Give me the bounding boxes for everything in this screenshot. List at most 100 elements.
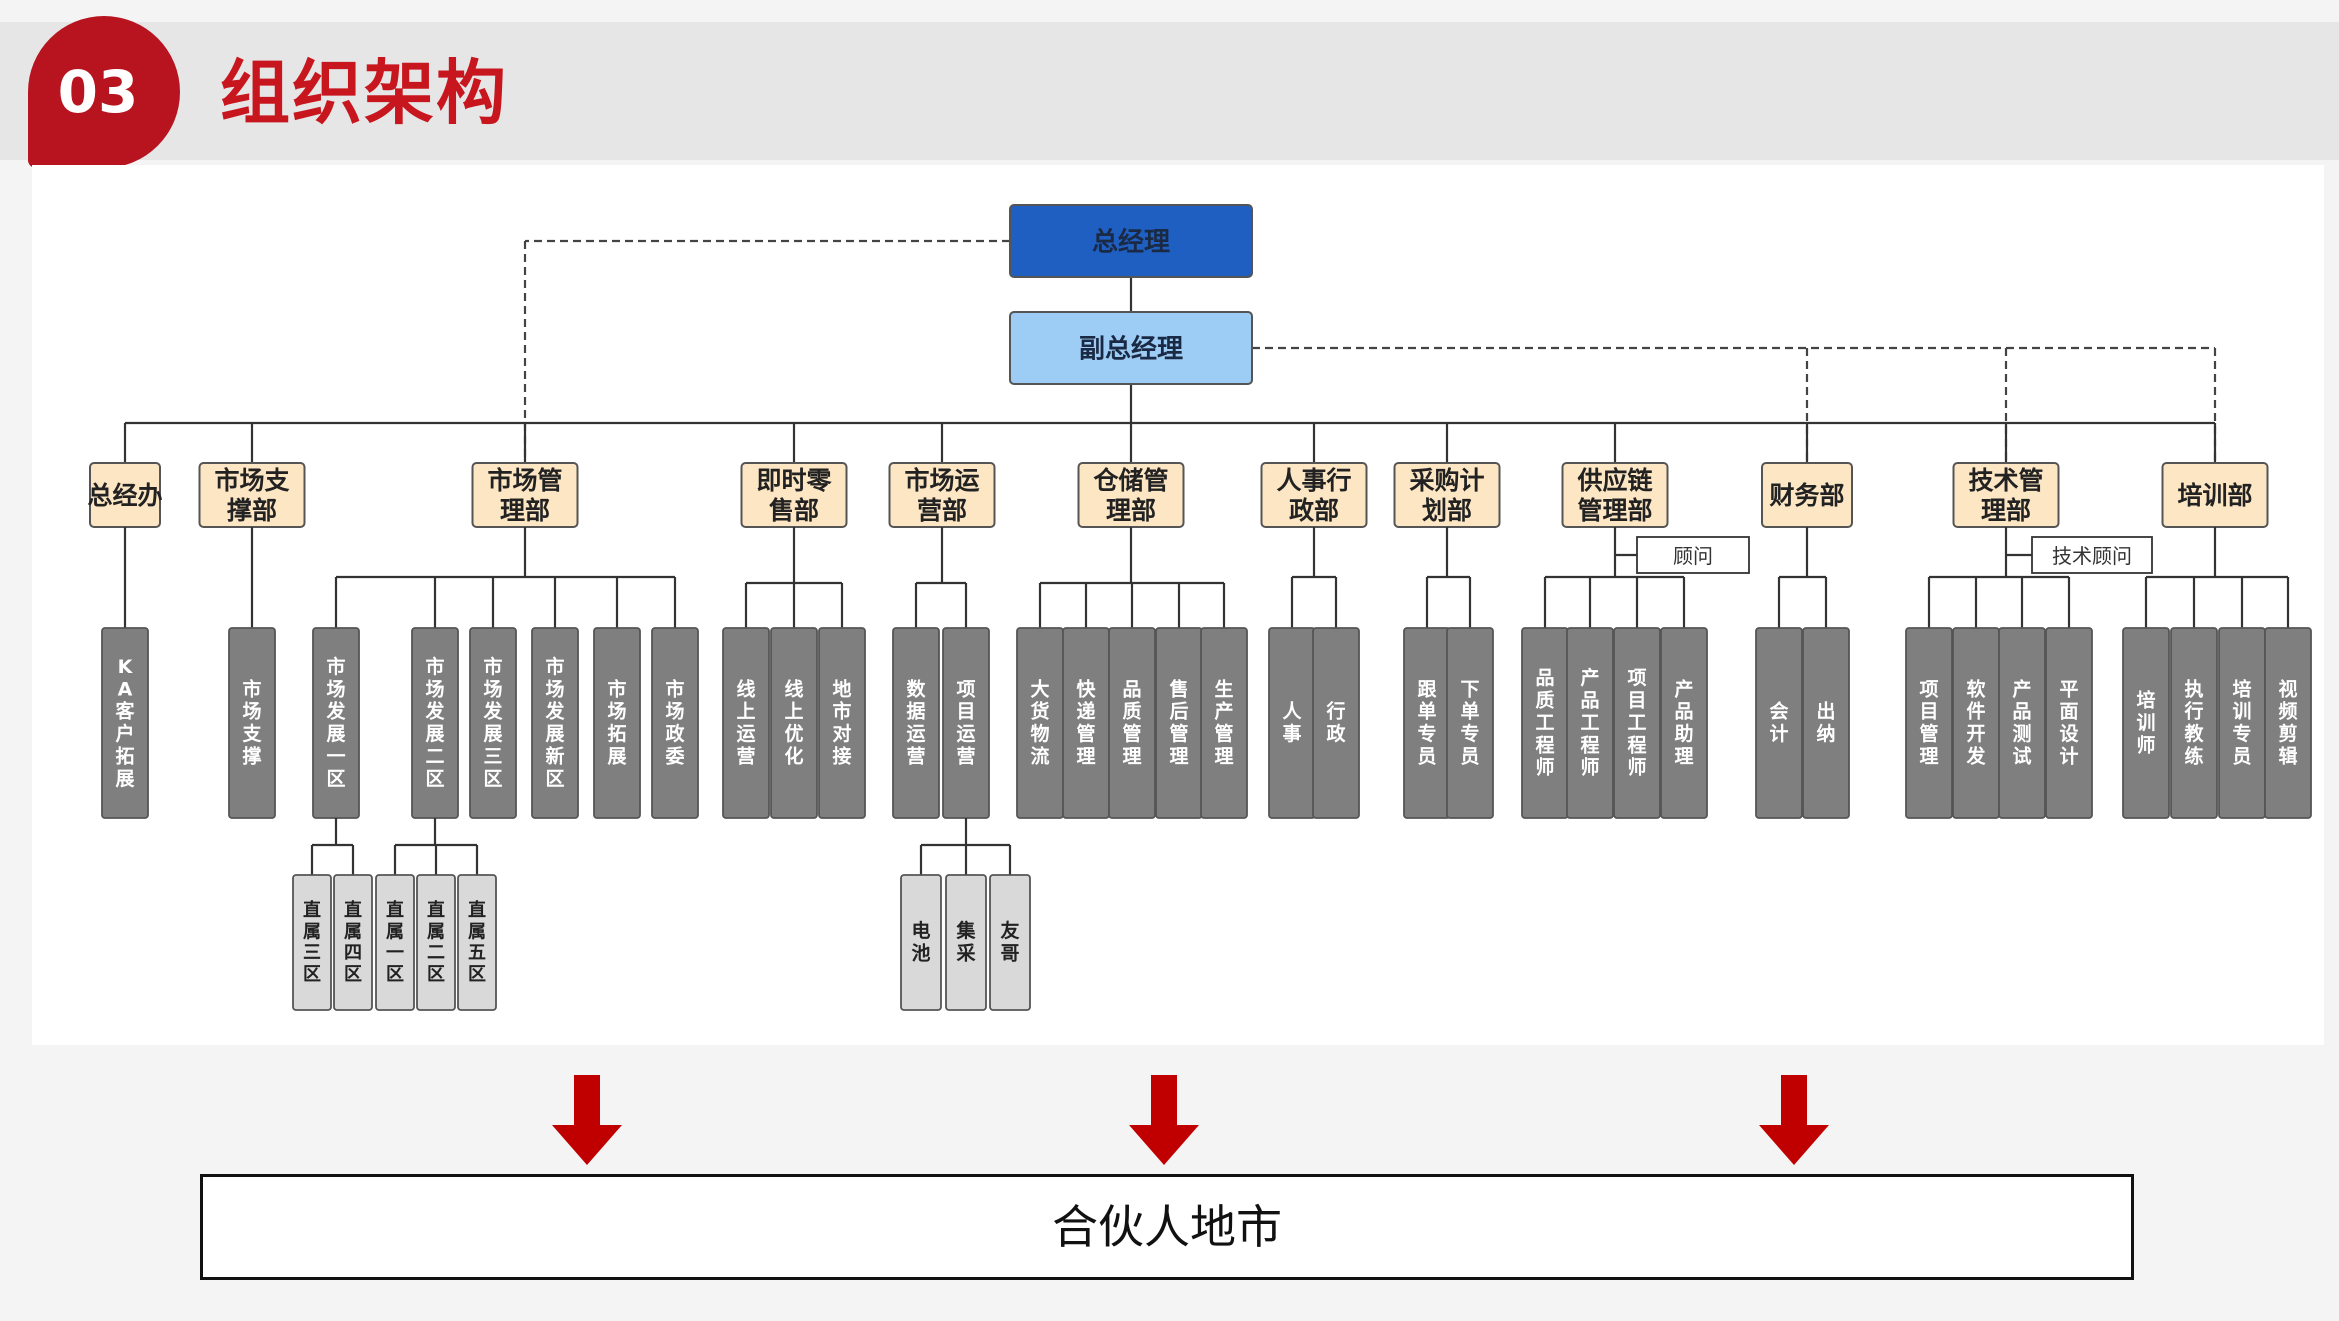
department-12-sub-4-label: 视频剪辑 xyxy=(2278,677,2297,767)
region-5 xyxy=(457,874,497,1011)
region-4 xyxy=(416,874,456,1011)
department-9-label: 供应链管理部 xyxy=(1576,466,1652,525)
supply-chain-advisor-box xyxy=(1636,536,1750,574)
department-12-label: 培训部 xyxy=(2177,481,2252,510)
department-9-sub-4 xyxy=(1660,627,1708,819)
region-3-label: 直属一区 xyxy=(386,899,404,985)
department-12-sub-2 xyxy=(2170,627,2218,819)
department-12-sub-1-label: 培训师 xyxy=(2136,688,2155,756)
ops-sub-3-label: 友哥 xyxy=(1000,919,1019,964)
tech-advisor-box xyxy=(2031,536,2153,574)
department-3-sub-6-label: 市场政委 xyxy=(664,677,685,767)
region-5-label: 直属五区 xyxy=(468,899,486,985)
ops-sub-1-label: 电池 xyxy=(911,919,930,964)
department-3-sub-1-label: 市场发展一区 xyxy=(325,655,346,790)
department-10-sub-2 xyxy=(1802,627,1850,819)
department-3-sub-5-label: 市场拓展 xyxy=(607,677,626,767)
department-9-sub-2 xyxy=(1566,627,1614,819)
deputy-general-manager-label: 副总经理 xyxy=(1079,333,1183,364)
section-number: 03 xyxy=(57,58,139,126)
department-3-sub-4 xyxy=(531,627,579,819)
department-11-sub-3 xyxy=(1998,627,2046,819)
department-8-sub-2-label: 下单专员 xyxy=(1460,678,1479,767)
supply-chain-advisor-label: 顾问 xyxy=(1673,544,1713,568)
department-6-label: 仓储管理部 xyxy=(1092,466,1168,525)
down-arrow-icon xyxy=(1759,1075,1829,1165)
department-4-sub-2 xyxy=(770,627,818,819)
department-4-sub-1 xyxy=(722,627,770,819)
department-4-sub-2-label: 线上优化 xyxy=(784,677,803,767)
department-4-sub-3-label: 地市对接 xyxy=(832,677,851,767)
department-3-sub-4-label: 市场发展新区 xyxy=(544,655,565,790)
department-7-sub-2 xyxy=(1312,627,1360,819)
department-4-sub-1-label: 线上运营 xyxy=(736,677,755,767)
department-9-sub-2-label: 产品工程师 xyxy=(1580,666,1599,779)
page-title: 组织架构 xyxy=(220,52,508,134)
department-6-sub-3 xyxy=(1108,627,1156,819)
department-7-sub-1-label: 人事 xyxy=(1282,701,1302,745)
department-11-sub-4 xyxy=(2045,627,2093,819)
department-2-sub-1-label: 市场支撑 xyxy=(241,677,262,767)
department-8-label: 采购计划部 xyxy=(1409,466,1484,525)
department-5-sub-1-label: 数据运营 xyxy=(906,677,926,767)
department-10-sub-1 xyxy=(1755,627,1803,819)
department-9-sub-1-label: 品质工程师 xyxy=(1535,667,1554,779)
department-9-sub-4-label: 产品助理 xyxy=(1674,677,1693,767)
department-11-sub-3-label: 产品测试 xyxy=(2012,677,2031,767)
general-manager-box xyxy=(1009,204,1253,278)
department-11-label: 技术管理部 xyxy=(1968,466,2043,525)
department-5-sub-1 xyxy=(892,627,940,819)
region-3 xyxy=(375,874,415,1011)
tech-advisor-label: 技术顾问 xyxy=(2052,544,2132,568)
department-6-sub-1-label: 大货物流 xyxy=(1030,677,1049,767)
partner-city-box: 合伙人地市 xyxy=(200,1174,2134,1280)
department-9-sub-3 xyxy=(1613,627,1661,819)
department-6-sub-2-label: 快递管理 xyxy=(1076,677,1096,767)
department-8-sub-1-label: 跟单专员 xyxy=(1417,678,1436,767)
department-11-sub-4-label: 平面设计 xyxy=(2059,678,2078,767)
department-6-sub-5-label: 生产管理 xyxy=(1214,677,1233,767)
department-10-sub-2-label: 出纳 xyxy=(1816,700,1835,745)
department-3-sub-2-label: 市场发展二区 xyxy=(424,655,445,790)
department-7-label: 人事行政部 xyxy=(1276,466,1351,525)
department-11-sub-1 xyxy=(1905,627,1953,819)
department-3-sub-3-label: 市场发展三区 xyxy=(482,655,503,790)
department-11-sub-2-label: 软件开发 xyxy=(1965,677,1986,767)
region-1-label: 直属三区 xyxy=(303,899,321,985)
department-7-sub-2-label: 行政 xyxy=(1325,700,1346,745)
department-11-sub-1-label: 项目管理 xyxy=(1919,678,1938,767)
ops-sub-3 xyxy=(989,874,1031,1011)
department-9-sub-3-label: 项目工程师 xyxy=(1627,667,1646,779)
department-8-sub-2 xyxy=(1446,627,1494,819)
department-5-sub-2-label: 项目运营 xyxy=(956,678,975,767)
department-5-label: 市场运营部 xyxy=(904,466,979,525)
region-4-label: 直属二区 xyxy=(427,899,445,985)
department-6-sub-5 xyxy=(1200,627,1248,819)
department-3-label: 市场管理部 xyxy=(487,466,562,525)
department-3-sub-5 xyxy=(593,627,641,819)
department-2-label: 市场支撑部 xyxy=(214,466,289,525)
general-manager-label: 总经理 xyxy=(1092,226,1170,257)
department-6-sub-3-label: 品质管理 xyxy=(1122,678,1141,767)
department-3-sub-3 xyxy=(469,627,517,819)
header-band xyxy=(0,22,2339,160)
department-1-label: 总经办 xyxy=(87,481,162,510)
down-arrow-icon xyxy=(1129,1075,1199,1165)
department-10-label: 财务部 xyxy=(1769,481,1844,510)
department-3-sub-6 xyxy=(651,627,699,819)
region-2 xyxy=(333,874,373,1011)
ops-sub-2-label: 集采 xyxy=(955,919,976,964)
down-arrow-icon xyxy=(552,1075,622,1165)
department-10-sub-1-label: 会计 xyxy=(1769,700,1788,745)
region-1 xyxy=(292,874,332,1011)
department-4-sub-3 xyxy=(818,627,866,819)
department-12-sub-4 xyxy=(2264,627,2312,819)
department-12-sub-1 xyxy=(2122,627,2170,819)
department-1-sub-1 xyxy=(101,627,149,819)
ops-sub-1 xyxy=(900,874,942,1011)
ops-sub-2 xyxy=(945,874,987,1011)
section-badge xyxy=(28,16,180,168)
